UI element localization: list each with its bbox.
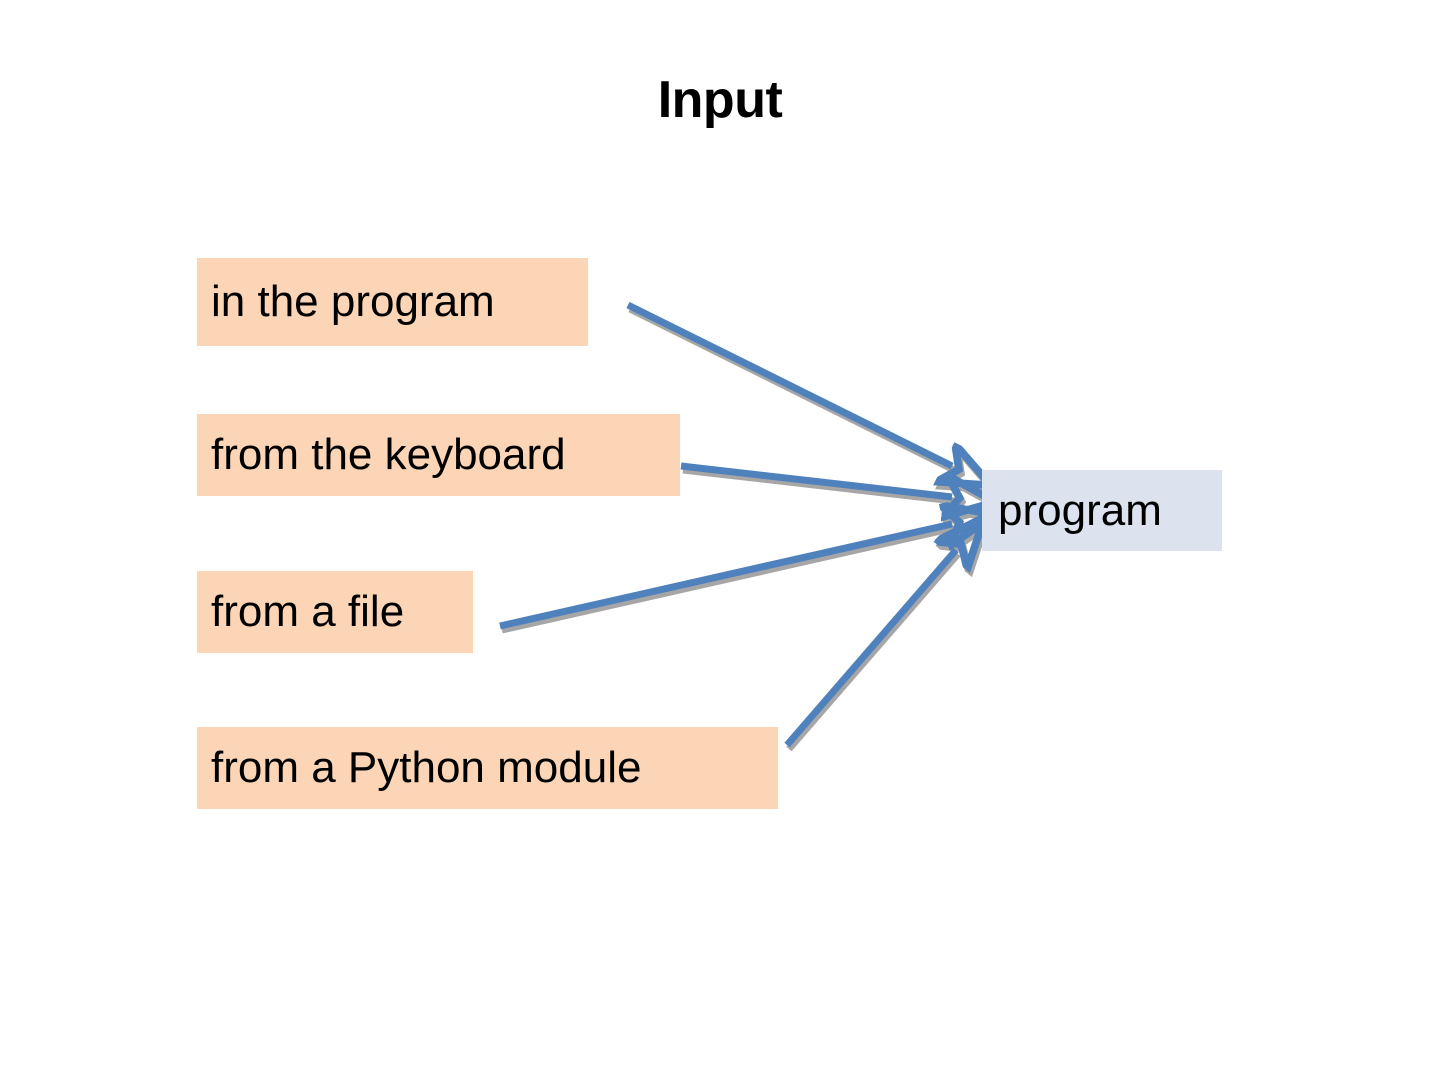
source-box-label: from a file — [211, 587, 405, 636]
source-box-from-the-keyboard[interactable]: from the keyboard — [197, 414, 680, 496]
source-box-label: in the program — [211, 277, 495, 326]
arrow-from-the-keyboard-to-program — [680, 462, 952, 497]
source-box-label: from a Python module — [211, 743, 642, 792]
arrow-shadow-group — [501, 305, 958, 752]
arrow-shadow — [501, 528, 954, 634]
arrow-shadow — [682, 466, 954, 501]
arrow-line-group — [499, 301, 956, 748]
source-box-from-a-python-module[interactable]: from a Python module — [197, 727, 778, 809]
page-title: Input — [657, 71, 783, 129]
source-box-from-a-file[interactable]: from a file — [197, 571, 473, 653]
arrow-from-a-file-to-program — [499, 524, 952, 630]
target-box-label: program — [998, 485, 1162, 535]
target-box-program[interactable]: program — [982, 470, 1222, 551]
arrow-from-a-python-module-to-program — [784, 550, 956, 748]
arrow-shadow — [786, 554, 958, 752]
source-box-in-the-program[interactable]: in the program — [197, 258, 588, 346]
source-box-label: from the keyboard — [211, 430, 566, 479]
